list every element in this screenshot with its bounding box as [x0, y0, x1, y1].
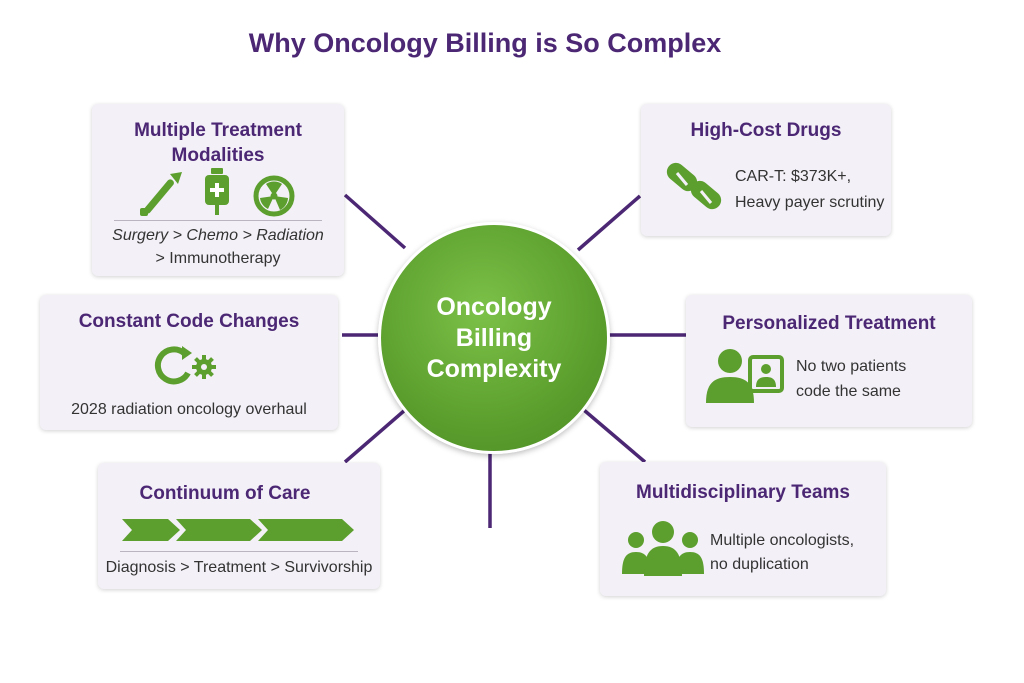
personalized-line-1: No two patients — [796, 358, 907, 375]
page-title: Why Oncology Billing is So Complex — [248, 28, 722, 58]
team-icon — [622, 521, 704, 576]
arrows-icon — [122, 519, 354, 541]
drugs-line-1: CAR-T: $373K+, — [735, 168, 852, 185]
card-title: Personalized Treatment — [722, 313, 936, 334]
teams-line-2: no duplication — [710, 556, 809, 573]
connector-continuum — [343, 408, 407, 464]
card-title: Continuum of Care — [139, 483, 311, 504]
connector-drugs — [576, 194, 642, 252]
divider — [114, 220, 322, 221]
drugs-line-2: Heavy payer scrutiny — [735, 194, 885, 211]
modalities-line-1: Surgery > Chemo > Radiation — [112, 227, 324, 244]
hub-circle: Oncology Billing Complexity — [378, 222, 610, 454]
continuum-text: Diagnosis > Treatment > Survivorship — [105, 559, 373, 576]
card-multidisciplinary-teams: Multidisciplinary Teams Multiple oncolog… — [600, 462, 886, 596]
card-title: Multiple Treatment Modalities — [134, 120, 302, 166]
card-title: High-Cost Drugs — [690, 120, 842, 141]
iv-bag-icon — [205, 168, 229, 215]
scalpel-icon — [140, 172, 182, 216]
modalities-line-2: > Immunotherapy — [155, 250, 281, 267]
refresh-gear-icon — [154, 346, 216, 385]
card-high-cost-drugs: High-Cost Drugs CAR-T: $373K+, Heavy pay… — [641, 104, 891, 236]
connector-modalities — [343, 193, 407, 250]
connector-teams — [576, 403, 647, 464]
card-treatment-modalities: Multiple Treatment Modalities Surgery > … — [92, 104, 344, 276]
card-title: Multidisciplinary Teams — [636, 482, 850, 503]
card-continuum-of-care: Continuum of Care Diagnosis > Treatment … — [98, 463, 380, 589]
divider — [120, 551, 358, 552]
card-code-changes: Constant Code Changes 2028 radiation onc… — [40, 295, 338, 430]
hub-label: Oncology Billing Complexity — [426, 292, 562, 383]
teams-line-1: Multiple oncologists, — [710, 532, 855, 549]
patient-card-icon — [706, 349, 784, 403]
code-changes-text: 2028 radiation oncology overhaul — [71, 401, 307, 418]
pills-icon — [666, 162, 722, 210]
personalized-line-2: code the same — [796, 383, 901, 400]
card-title: Constant Code Changes — [78, 311, 300, 332]
card-personalized-treatment: Personalized Treatment No two patients c… — [686, 295, 972, 427]
radiation-icon — [253, 175, 295, 217]
